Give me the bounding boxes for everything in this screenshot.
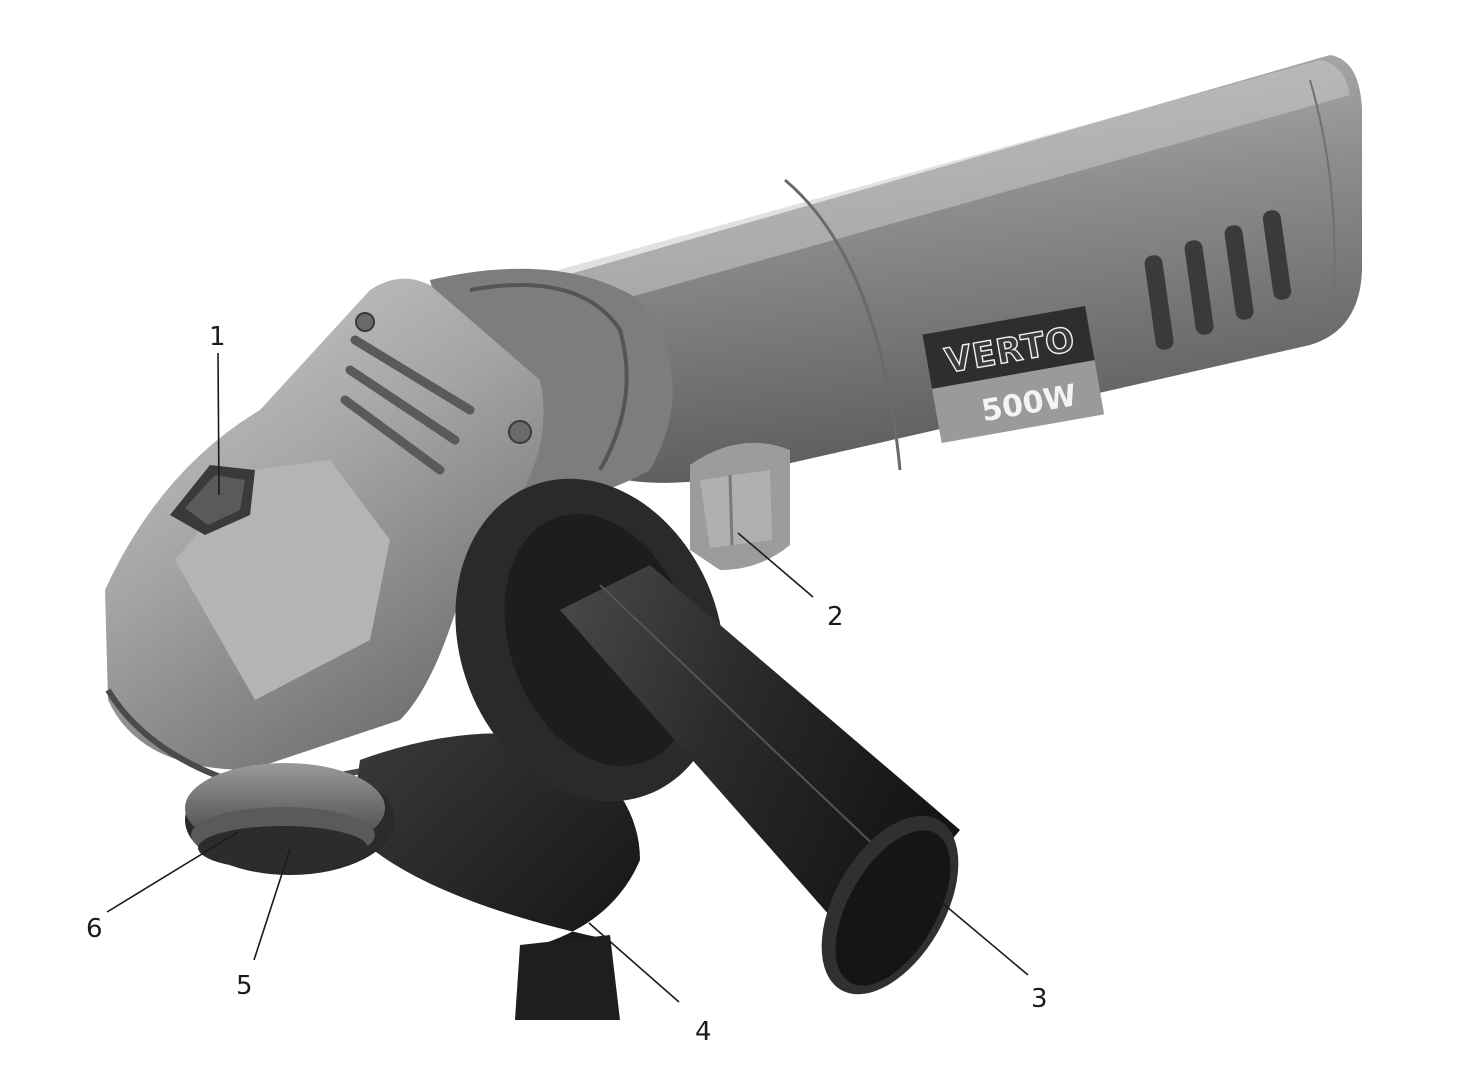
ventilation-slots bbox=[1144, 210, 1292, 350]
leader-5 bbox=[253, 848, 291, 961]
callout-numbers: 1 2 3 4 5 6 bbox=[86, 322, 1048, 1047]
wheel-guard bbox=[350, 733, 640, 1020]
leader-2 bbox=[737, 532, 814, 598]
callout-5: 5 bbox=[236, 971, 253, 1001]
callout-1: 1 bbox=[209, 322, 226, 352]
on-off-switch bbox=[690, 442, 790, 570]
leader-1 bbox=[217, 352, 220, 496]
leader-3 bbox=[933, 895, 1029, 976]
auxiliary-handle bbox=[455, 478, 960, 995]
leader-4 bbox=[588, 922, 680, 1003]
spindle-lock-button bbox=[170, 465, 255, 535]
brand-label: VERTO 500W bbox=[922, 305, 1105, 443]
callout-2: 2 bbox=[827, 602, 844, 632]
callout-6: 6 bbox=[86, 914, 103, 944]
callout-3: 3 bbox=[1031, 984, 1048, 1014]
leader-6 bbox=[106, 831, 239, 913]
motor-housing bbox=[480, 55, 1362, 483]
callout-leaders bbox=[106, 352, 1029, 1003]
flange-assembly bbox=[185, 763, 395, 875]
callout-4: 4 bbox=[695, 1017, 712, 1047]
